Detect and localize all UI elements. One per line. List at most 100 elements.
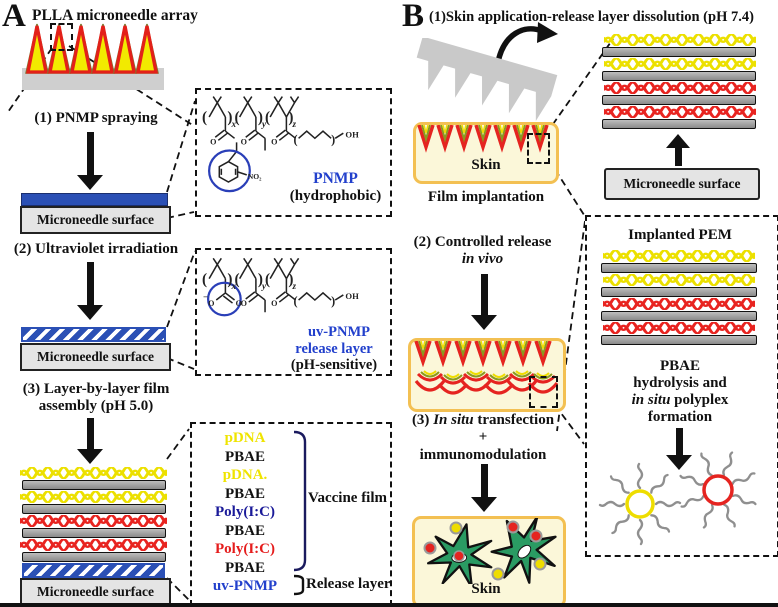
subscript-y: y (261, 119, 267, 129)
pnmp-property: (hydrophobic) (289, 188, 382, 204)
removed-microneedle-array (416, 38, 558, 121)
film-label: PBAE (224, 522, 265, 539)
step3-line1: (3) Layer-by-layer film (22, 381, 170, 397)
film-label: PBAE (224, 485, 265, 502)
bracket: ) (227, 109, 232, 126)
film-zoom-rect-1 (527, 133, 550, 164)
arrow-pem (666, 428, 692, 470)
arrow-a1 (77, 132, 103, 190)
polyic-helix-layer (20, 539, 167, 551)
step2-label: (2) Ultraviolet irradiation (13, 241, 179, 257)
uv-pnmp-name: uv-PNMP (307, 324, 370, 340)
pem-text-line4: formation (647, 409, 713, 425)
step3-label: (3) Layer-by-layer film assembly (pH 5.0… (12, 381, 180, 416)
pbae-bar-layer (601, 287, 757, 297)
removal-curved-arrow (495, 22, 558, 65)
pnmp-structure-box (195, 88, 392, 217)
polyic-helix-layer (603, 322, 755, 334)
pdna-helix-layer (603, 250, 755, 262)
microneedle-surface-box-2: Microneedle surface (20, 343, 171, 371)
pbae-bar-layer (601, 335, 757, 345)
uv-pnmp-structure-box (195, 248, 392, 376)
panel-b-label: B (402, 0, 425, 34)
bracket: ) (288, 109, 293, 126)
uv-pnmp-chemical-structure: O − O O O OH ( ) x ( ) y ( ) z ( ) (202, 257, 359, 317)
carboxylate-highlight-circle (206, 281, 242, 317)
arrow-b2 (471, 274, 497, 330)
microneedle-surface-box-3: Microneedle surface (20, 578, 171, 606)
film-implantation-label: Film implantation (427, 189, 545, 205)
pnmp-layer (21, 193, 168, 206)
bracket: ( (294, 294, 298, 308)
pdna-helix-layer (20, 491, 167, 503)
pem-line3-italic: in situ (631, 392, 671, 408)
atom-o: O (236, 299, 242, 308)
film-label: PBAE (224, 559, 265, 576)
pbae-bar-layer (602, 95, 756, 105)
pdna-helix-layer (603, 274, 755, 286)
arrow-b3 (471, 464, 497, 512)
arrow-b-up (666, 134, 690, 166)
pbae-bar-layer (601, 311, 757, 321)
pem-text-line2: hydrolysis and (633, 375, 727, 391)
nitrobenzyl-highlight-circle (208, 149, 251, 193)
atom-o: O (271, 299, 277, 308)
microneedle-surface-box-1: Microneedle surface (20, 206, 171, 234)
bracket: ( (294, 132, 298, 146)
atom-o: O (241, 299, 247, 308)
uv-pnmp-property: (pH-sensitive) (290, 357, 378, 373)
film-zoom-rect-2 (529, 376, 558, 408)
polyic-helix-layer (604, 106, 756, 118)
pem-text-line3: in situ polyplex (585, 392, 775, 409)
release-layer-bracket (293, 574, 305, 596)
film-label: uv-PNMP (212, 578, 278, 594)
bracket: ) (258, 271, 263, 288)
uv-pnmp-name2: release layer (295, 341, 373, 357)
bracket: ( (202, 109, 207, 126)
bracket: ( (202, 271, 207, 288)
subscript-z: z (292, 119, 297, 129)
film-layer-label-list: pDNA PBAE pDNA. PBAE Poly(I:C) PBAE Poly… (190, 429, 300, 596)
pbae-hydrolysis-text: PBAE hydrolysis and in situ polyplex for… (585, 358, 775, 426)
atom-no2: NO₂ (248, 172, 262, 181)
bracket: ( (235, 109, 240, 126)
pem-line3-post: polyplex (670, 392, 729, 408)
pnmp-name: PNMP (313, 170, 358, 187)
polyplexes-graphic (598, 451, 757, 546)
bracket: ) (288, 271, 293, 288)
atom-o: O (271, 137, 277, 146)
film-labels-box (190, 422, 392, 606)
release-layer-label: Release layer (306, 576, 391, 592)
b-step3-label: (3) In situ transfection + immunomodulat… (393, 412, 573, 464)
needle-zoom-rect (50, 23, 73, 51)
atom-oh: OH (345, 291, 359, 301)
step1-label: (1) PNMP spraying (34, 110, 158, 126)
bracket: ) (331, 132, 335, 146)
b-step2-label: (2) Controlled release in vivo (395, 234, 570, 269)
pbae-bar-layer (22, 480, 166, 490)
bracket: ) (258, 109, 263, 126)
skin-label-3: Skin (471, 581, 501, 597)
uv-pnmp-layer (21, 327, 166, 342)
b-step2-line2: in vivo (461, 251, 504, 268)
film-label: pDNA. (222, 467, 268, 483)
uv-pnmp-release-layer (22, 563, 165, 578)
polyic-polyplex (679, 451, 757, 529)
subscript-x: x (231, 119, 237, 129)
atom-o: O (208, 299, 214, 308)
pbae-bar-layer (22, 552, 166, 562)
plla-microneedle-array-graphic (22, 23, 164, 90)
pdna-helix-layer (20, 467, 167, 479)
b-step3-line3: immunomodulation (419, 446, 547, 463)
pbae-bar-layer (22, 528, 166, 538)
step3-italic: In situ (433, 412, 474, 428)
polyic-helix-layer (603, 298, 755, 310)
polyplex-dots (423, 520, 547, 581)
b-step2-line1: (2) Controlled release (413, 234, 552, 250)
film-label: Poly(I:C) (215, 541, 275, 557)
bracket: ( (235, 271, 240, 288)
bracket: ) (227, 271, 232, 288)
dendritic-cells-graphic (423, 518, 558, 584)
arrow-a2 (77, 262, 103, 320)
